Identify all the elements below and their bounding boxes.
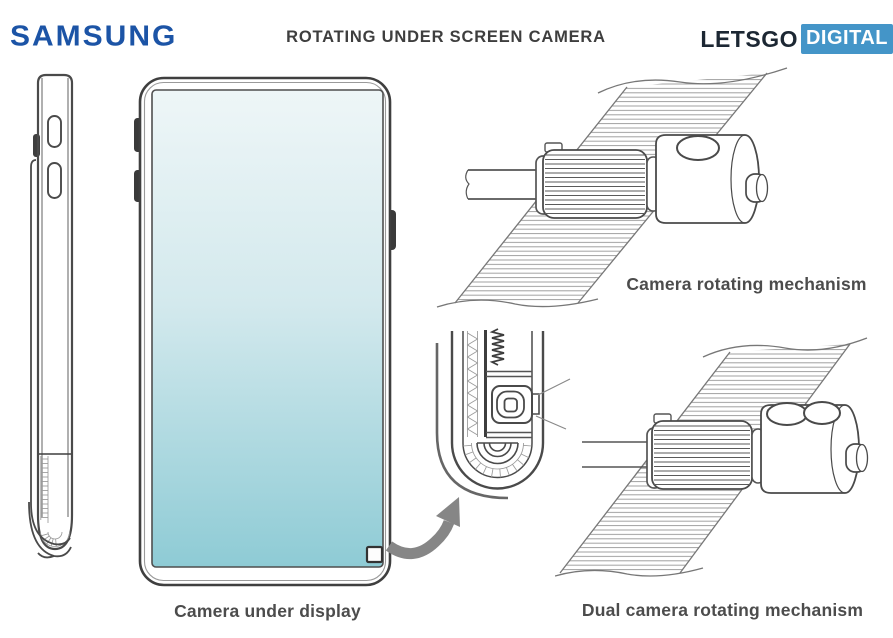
spring — [489, 328, 505, 366]
side-front-glass-layer — [28, 159, 72, 559]
dual-camera-mechanism-drawing — [555, 330, 893, 595]
housing-outer-wall — [450, 331, 545, 490]
camera-lens — [676, 135, 720, 161]
gear — [542, 142, 648, 219]
side-body-outline — [36, 73, 74, 551]
side-camera-track-hatch — [40, 456, 70, 547]
module-brackets — [486, 370, 532, 439]
drive-shaft — [465, 169, 542, 200]
dual-mechanism-caption: Dual camera rotating mechanism — [581, 600, 864, 620]
single-mechanism-caption: Camera rotating mechanism — [626, 274, 867, 294]
arrowhead — [436, 497, 460, 527]
camera-lens-1 — [766, 402, 808, 426]
gear — [651, 413, 753, 490]
letsgodigital-logo: LETSGO DIGITAL — [700, 24, 893, 54]
arrow-to-detail — [383, 488, 478, 568]
camera-mechanism-drawing — [435, 60, 893, 310]
digital-logo-badge: DIGITAL — [800, 24, 893, 54]
page-title: ROTATING UNDER SCREEN CAMERA — [286, 28, 606, 46]
camera-module — [491, 385, 540, 424]
camera-detail-inset-drawing — [420, 315, 620, 535]
under-display-camera-marker — [365, 545, 384, 564]
letsgo-logo-text: LETSGO — [700, 25, 798, 52]
camera-barrel — [655, 134, 769, 224]
side-volume-buttons — [47, 115, 62, 199]
dual-camera-barrel — [760, 401, 869, 494]
phone-screen — [151, 89, 384, 568]
drive-shaft — [582, 441, 654, 468]
rotating-drum — [476, 442, 519, 465]
leader-lines — [535, 378, 571, 430]
front-phone-caption: Camera under display — [174, 601, 361, 621]
phone-front-view-drawing — [130, 70, 410, 595]
samsung-logo: SAMSUNG — [10, 20, 178, 53]
phone-side-view-drawing — [8, 65, 88, 623]
flex-track-hatch — [463, 331, 532, 478]
camera-lens-2 — [803, 401, 841, 425]
